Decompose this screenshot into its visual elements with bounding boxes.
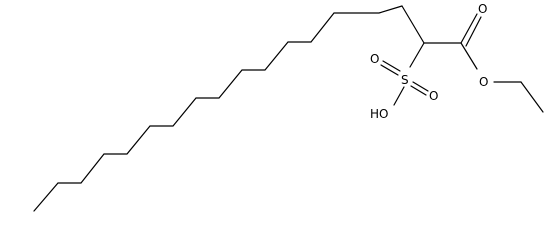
hydroxyl-label: HO — [370, 107, 388, 121]
bond-s-o-lower-1 — [412, 81, 429, 92]
sulfonyl-oxygen-lower-label: O — [429, 89, 438, 103]
bond-ch2-ch3 — [520, 81, 544, 113]
bond-carbonyl-ester-o — [460, 42, 478, 70]
bond-carbonyl-double-1 — [460, 13, 478, 44]
bond-s-o-lower-2 — [410, 85, 427, 96]
sulfonyl-oxygen-upper-label: O — [370, 52, 379, 66]
bond-chain-alpha — [401, 5, 425, 44]
ester-oxygen-label: O — [479, 75, 488, 89]
alkyl-chain — [33, 5, 403, 212]
bond-s-o-upper-1 — [382, 60, 401, 72]
carbonyl-oxygen-label: O — [478, 2, 487, 16]
sulfur-label: S — [401, 73, 409, 87]
alkyl-chain-backbone — [33, 5, 403, 212]
bond-carbonyl-double-2 — [465, 16, 482, 47]
molecule-drawing: O O S O O HO — [33, 2, 544, 212]
bond-s-oh — [393, 86, 405, 106]
bond-alpha-sulfur — [409, 42, 425, 68]
bond-s-o-upper-2 — [380, 64, 399, 76]
structure-canvas: O O S O O HO — [33, 2, 544, 212]
